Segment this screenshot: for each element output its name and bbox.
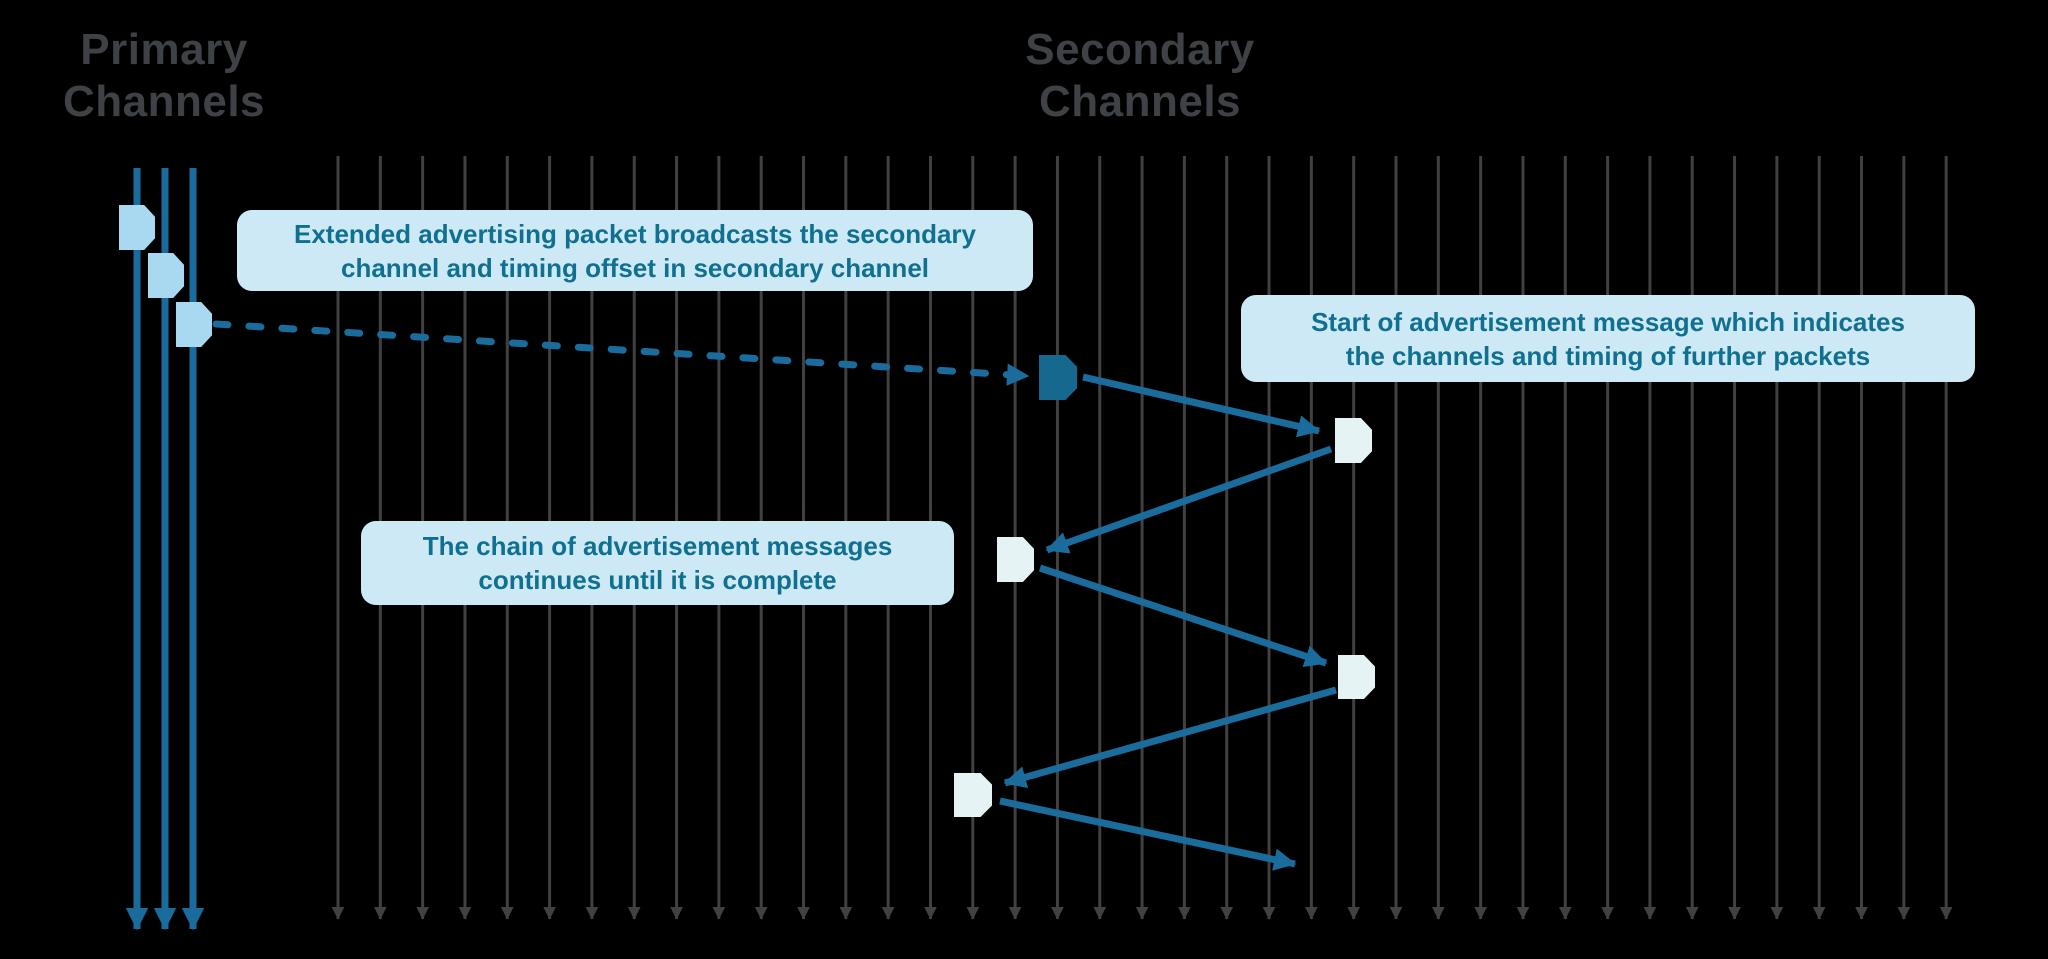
secondary-channels-title: Secondary Channels: [1025, 25, 1255, 126]
primary-channels-title: Primary Channels: [62, 25, 266, 126]
callout-extended-advertising: Extended advertising packet broadcasts t…: [237, 210, 1033, 291]
chain-arrow-2: [1045, 445, 1333, 554]
chained-advertising-packet-4: [954, 773, 992, 817]
chain-arrow-3: [1038, 564, 1328, 668]
callout-chain-continues: The chain of advertisement messages cont…: [361, 521, 954, 605]
chained-advertising-packet-1: [1335, 418, 1372, 463]
chain-arrow-4: [1003, 686, 1337, 789]
chained-advertising-packet-3: [1338, 655, 1375, 699]
primary-advertising-packet-3: [176, 302, 212, 347]
extended-advertising-start-packet: [1039, 355, 1077, 400]
primary-advertising-packet-2: [148, 253, 184, 298]
offset-pointer-dashed-arrow: [212, 320, 1032, 386]
advertising-packets: [119, 205, 1375, 817]
primary-advertising-packet-1: [119, 205, 155, 250]
callout-start-of-advertisement: Start of advertisement message which ind…: [1241, 295, 1975, 382]
chain-arrow-5: [999, 797, 1297, 871]
message-arrows: [212, 320, 1337, 871]
chain-arrow-1: [1082, 373, 1321, 438]
chained-advertising-packet-2: [997, 537, 1034, 582]
